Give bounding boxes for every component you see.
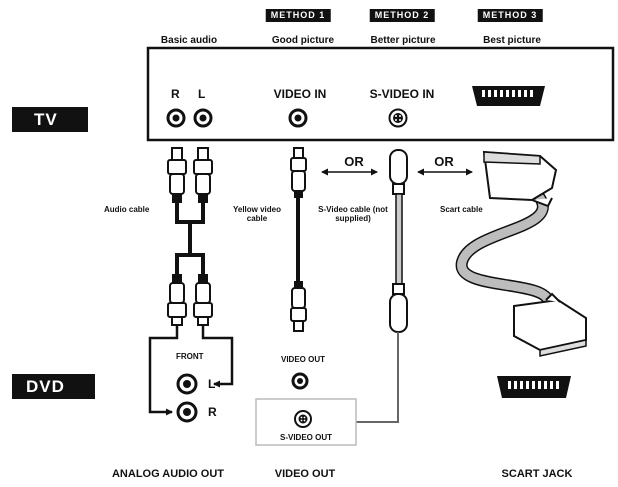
dvd-label: DVD xyxy=(12,374,95,399)
tv-svideo-in-label: S-VIDEO IN xyxy=(369,87,435,101)
tv-scart-jack xyxy=(472,86,545,106)
audio-cable xyxy=(167,147,213,203)
method-2-badge: METHOD 2 xyxy=(369,9,435,22)
header-better-picture: Better picture xyxy=(370,35,436,46)
dvd-video-out-jack xyxy=(291,372,309,390)
tv-video-in-jack xyxy=(288,108,308,128)
dvd-svideo-out-label: S-VIDEO OUT xyxy=(279,433,333,442)
header-good-picture: Good picture xyxy=(271,35,335,46)
tv-svideo-in-jack xyxy=(388,108,408,128)
tv-label: TV xyxy=(12,107,88,132)
method-3-badge: METHOD 3 xyxy=(477,9,543,22)
dvd-front-label: FRONT xyxy=(176,352,204,361)
or-label-2: OR xyxy=(434,154,454,169)
dvd-front-l-jack xyxy=(176,373,198,395)
audio-cable-label: Audio cable xyxy=(104,205,150,214)
header-basic-audio: Basic audio xyxy=(160,35,218,46)
yellow-video-cable xyxy=(290,147,307,198)
scart-cable xyxy=(455,150,587,357)
or-label-1: OR xyxy=(344,154,364,169)
header-best-picture: Best picture xyxy=(483,35,541,46)
tv-r-label: R xyxy=(171,87,180,101)
dvd-l-label: L xyxy=(208,377,216,391)
svideo-cable xyxy=(327,149,408,426)
dvd-svideo-out-jack xyxy=(294,410,312,428)
tv-l-label: L xyxy=(198,87,206,101)
dvd-r-label: R xyxy=(208,405,217,419)
video-out-label: VIDEO OUT xyxy=(274,468,336,480)
dvd-video-out-label: VIDEO OUT xyxy=(280,355,326,364)
tv-audio-l-jack xyxy=(193,108,213,128)
analog-audio-out-label: ANALOG AUDIO OUT xyxy=(111,468,225,480)
tv-video-in-label: VIDEO IN xyxy=(273,87,327,101)
scart-cable-label: Scart cable xyxy=(440,205,483,214)
yellow-video-cable-label: Yellow video cable xyxy=(232,205,281,223)
dvd-scart-jack xyxy=(497,376,571,398)
dvd-front-r-jack xyxy=(176,401,198,423)
scart-jack-label: SCART JACK xyxy=(501,468,573,480)
tv-audio-r-jack xyxy=(166,108,186,128)
svideo-cable-label: S-Video cable (not supplied) xyxy=(318,205,388,223)
method-1-badge: METHOD 1 xyxy=(265,9,331,22)
